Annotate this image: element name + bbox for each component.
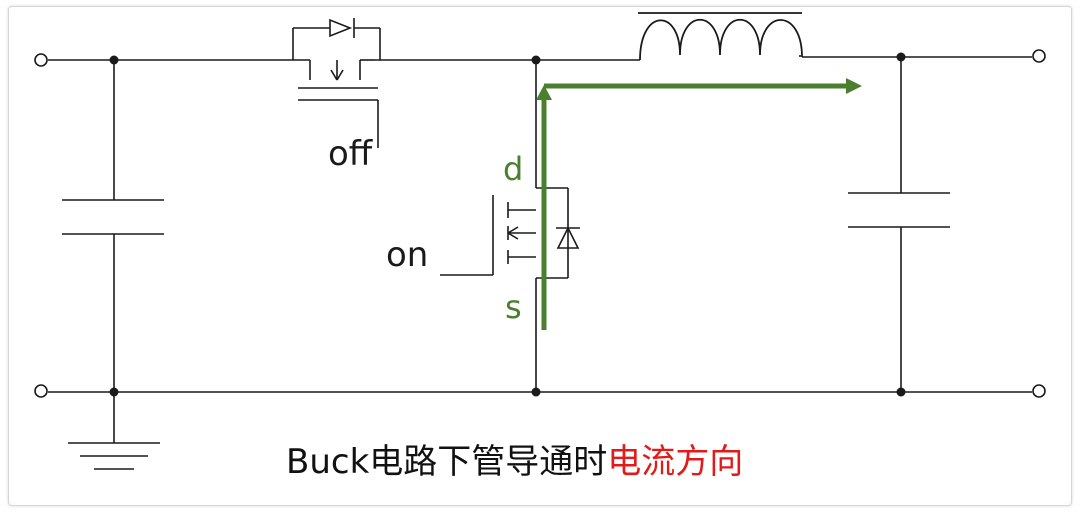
low-side-mosfet	[440, 187, 580, 279]
caption: Buck电路下管导通时电流方向	[286, 442, 743, 482]
terminals	[34, 49, 1046, 398]
high-side-mosfet	[292, 18, 381, 148]
diagram-frame	[8, 6, 1072, 506]
ground-symbol	[68, 442, 160, 470]
current-direction-arrow	[536, 78, 862, 330]
junction-dots	[109, 52, 906, 397]
input-capacitor	[62, 199, 164, 235]
inductor	[638, 12, 803, 61]
low-side-gate-label: on	[386, 235, 428, 275]
caption-text: Buck电路下管导通时	[286, 442, 607, 482]
output-capacitor	[848, 192, 950, 228]
drain-label: d	[503, 150, 523, 188]
source-label: s	[505, 288, 522, 326]
high-side-gate-label: off	[328, 134, 374, 174]
circuit-wires	[48, 55, 1032, 443]
caption-highlight: 电流方向	[607, 442, 743, 482]
